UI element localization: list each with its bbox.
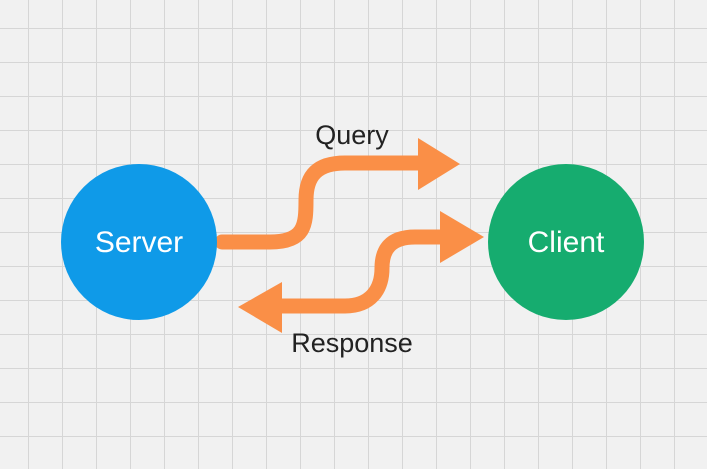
server-node: Server <box>61 164 217 320</box>
query-arrow <box>214 138 460 250</box>
response-arrow <box>238 211 484 333</box>
client-circle <box>488 164 644 320</box>
query-label: Query <box>315 120 389 150</box>
server-circle <box>61 164 217 320</box>
query-arrowhead <box>418 138 460 190</box>
response-to-client-arrowhead <box>440 211 484 263</box>
server-label: Server <box>95 226 183 259</box>
response-label: Response <box>291 328 413 358</box>
client-label: Client <box>528 226 605 259</box>
query-arrow-shaft <box>214 155 428 250</box>
response-arrow-shaft <box>272 229 454 314</box>
client-node: Client <box>488 164 644 320</box>
response-to-server-arrowhead <box>238 282 282 333</box>
